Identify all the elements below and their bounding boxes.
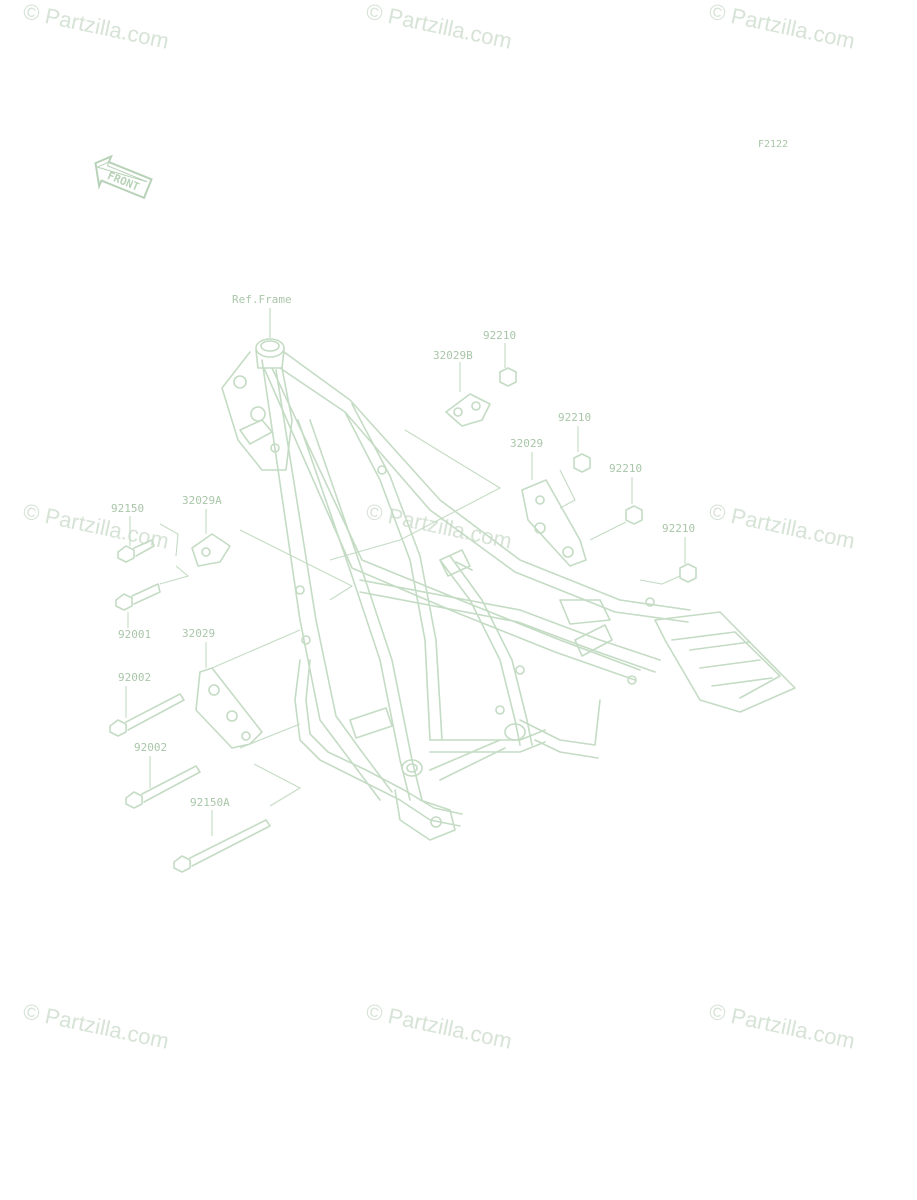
part-label-32029[interactable]: 32029 [182,627,215,640]
part-label-92150a[interactable]: 92150A [190,796,230,809]
leader-lines [125,343,686,836]
watermark: © Partzilla.com [707,0,857,54]
part-label-92150[interactable]: 92150 [111,502,144,515]
part-label-92210[interactable]: 92210 [609,462,642,475]
parts [109,367,697,873]
watermark: © Partzilla.com [21,0,171,54]
part-label-92210[interactable]: 92210 [662,522,695,535]
part-label-32029b[interactable]: 32029B [433,349,473,362]
part-label-32029a[interactable]: 32029A [182,494,222,507]
watermark: © Partzilla.com [707,498,857,553]
part-label-92210[interactable]: 92210 [558,411,591,424]
watermark: © Partzilla.com [364,0,514,54]
part-label-92001[interactable]: 92001 [118,628,151,641]
frame-drawing [221,338,796,841]
part-label-92002[interactable]: 92002 [118,671,151,684]
front-arrow-icon: FRONT [94,154,153,200]
watermark: © Partzilla.com [21,498,171,553]
watermark: © Partzilla.com [707,998,857,1053]
watermark: © Partzilla.com [21,998,171,1053]
ref-frame-label: Ref.Frame [232,293,292,306]
part-label-92002[interactable]: 92002 [134,741,167,754]
part-label-32029[interactable]: 32029 [510,437,543,450]
watermark: © Partzilla.com [364,498,514,553]
part-labels: 92210 32029B 92210 32029 92210 92210 921… [111,329,695,809]
watermarks: © Partzilla.com © Partzilla.com © Partzi… [21,0,857,1054]
figure-code: F2122 [758,139,788,150]
watermark: © Partzilla.com [364,998,514,1053]
part-label-92210[interactable]: 92210 [483,329,516,342]
